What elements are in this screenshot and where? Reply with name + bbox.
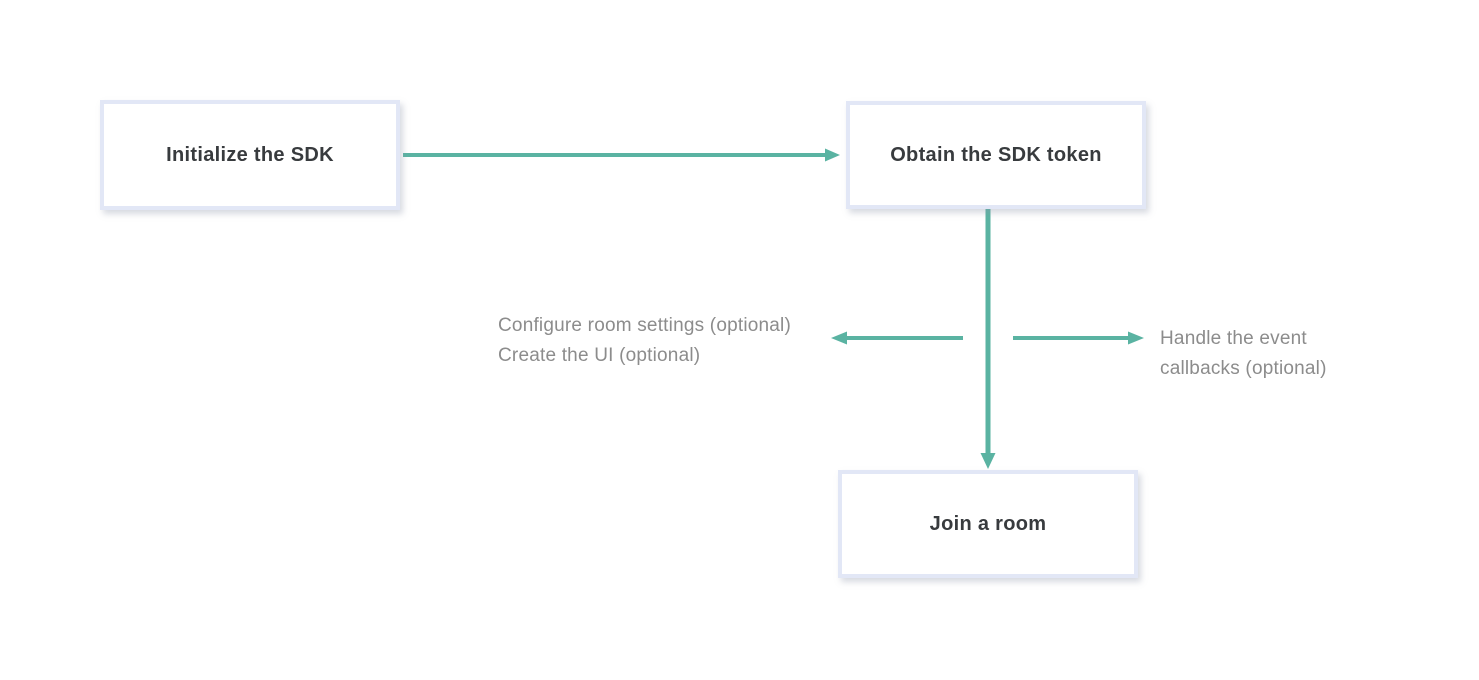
annotation-line: Create the UI (optional): [498, 345, 701, 366]
arrow-initialize-to-token: [403, 148, 840, 162]
annotation-line: Handle the event: [1160, 328, 1307, 349]
arrow-branch-right: [1013, 331, 1144, 345]
arrowhead-left-icon: [831, 331, 847, 345]
node-label: Join a room: [929, 512, 1047, 535]
arrowhead-down-icon: [980, 453, 996, 469]
annotation-line: callbacks (optional): [1160, 358, 1327, 379]
arrowhead-right-icon: [1128, 331, 1144, 345]
node-obtain-sdk-token: Obtain the SDK token: [846, 101, 1146, 209]
arrowhead-right-icon: [825, 148, 840, 162]
node-join-a-room: Join a room: [838, 470, 1138, 578]
node-label: Initialize the SDK: [166, 143, 334, 166]
annotation-left-branch: Configure room settings (optional) Creat…: [498, 311, 791, 371]
node-initialize-sdk: Initialize the SDK: [100, 100, 400, 210]
arrow-token-to-join: [980, 209, 996, 469]
annotation-right-branch: Handle the event callbacks (optional): [1160, 324, 1327, 384]
annotation-line: Configure room settings (optional): [498, 315, 791, 336]
arrow-branch-left: [831, 331, 963, 345]
node-label: Obtain the SDK token: [890, 143, 1102, 166]
